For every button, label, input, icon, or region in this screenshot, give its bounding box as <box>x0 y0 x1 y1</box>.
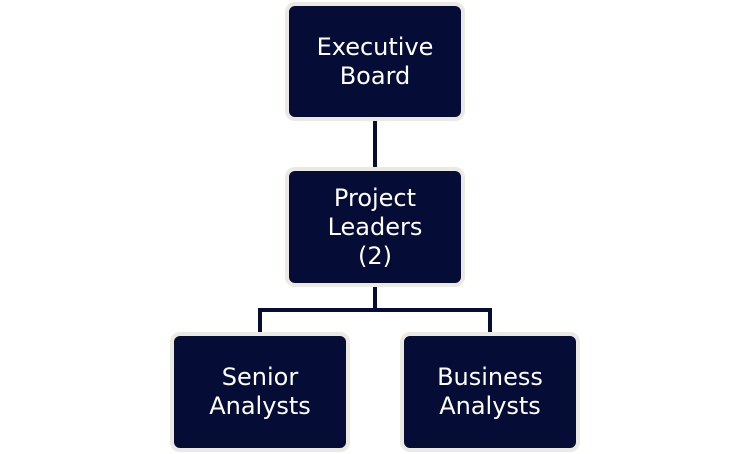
node-business-analysts: Business Analysts <box>400 332 580 452</box>
node-project-leaders: Project Leaders (2) <box>285 167 465 287</box>
node-executive-board: Executive Board <box>285 2 465 121</box>
node-senior-analysts-label: Senior Analysts <box>209 363 311 420</box>
node-business-analysts-label: Business Analysts <box>437 363 543 420</box>
node-executive-board-label: Executive Board <box>316 32 434 90</box>
node-project-leaders-label: Project Leaders (2) <box>327 183 423 270</box>
node-senior-analysts: Senior Analysts <box>170 332 350 452</box>
